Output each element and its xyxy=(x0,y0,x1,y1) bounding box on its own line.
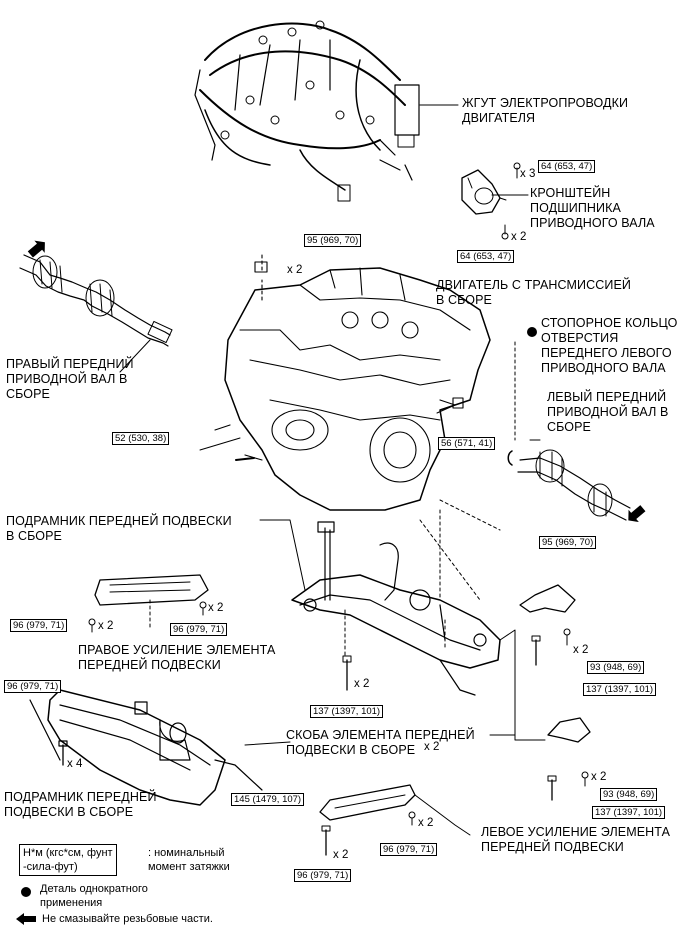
quantity-label: x 2 xyxy=(354,678,370,690)
legend-unit-box: Н*м (кгс*см, фунт -сила-фут) xyxy=(19,844,117,876)
torque-box: 96 (979, 71) xyxy=(10,619,68,632)
subframe-top-drawing xyxy=(291,521,501,696)
label-snap-ring: СТОПОРНОЕ КОЛЬЦО ОТВЕРСТИЯ ПЕРЕДНЕГО ЛЕВ… xyxy=(541,316,678,375)
label-right-shaft: ПРАВЫЙ ПЕРЕДНИЙ ПРИВОДНОЙ ВАЛ В СБОРЕ xyxy=(6,357,134,401)
torque-box: 56 (571, 41) xyxy=(438,437,496,450)
quantity-label: x 2 xyxy=(333,849,349,861)
torque-box: 64 (653, 47) xyxy=(538,160,596,173)
torque-box: 96 (979, 71) xyxy=(4,680,62,693)
left-drive-shaft-drawing xyxy=(507,341,631,521)
label-bracket-assy: СКОБА ЭЛЕМЕНТА ПЕРЕДНЕЙ ПОДВЕСКИ В СБОРЕ xyxy=(286,728,475,757)
wire-harness-drawing xyxy=(194,20,459,202)
torque-box: 137 (1397, 101) xyxy=(310,705,384,718)
label-subframe-bottom: ПОДРАМНИК ПЕРЕДНЕЙ ПОДВЕСКИ В СБОРЕ xyxy=(4,790,157,819)
legend-unit-desc: : номинальный момент затяжки xyxy=(148,847,230,873)
filled-circle-icon xyxy=(21,887,31,897)
torque-box: 52 (530, 38) xyxy=(112,432,170,445)
left-brace-drawing xyxy=(319,784,471,856)
quantity-label: x 3 xyxy=(520,168,536,180)
bracket-drawing-upper xyxy=(519,584,576,666)
torque-box: 137 (1397, 101) xyxy=(592,806,666,819)
bearing-bracket-drawing xyxy=(461,162,529,240)
quantity-label: x 2 xyxy=(287,264,303,276)
label-right-brace: ПРАВОЕ УСИЛЕНИЕ ЭЛЕМЕНТА ПЕРЕДНЕЙ ПОДВЕС… xyxy=(78,643,276,672)
torque-box: 137 (1397, 101) xyxy=(583,683,657,696)
quantity-label: x 2 xyxy=(424,741,440,753)
filled-circle-icon-snap-ring xyxy=(527,327,537,337)
right-drive-shaft-drawing xyxy=(19,254,173,347)
quantity-label: x 4 xyxy=(67,758,83,770)
quantity-label: x 2 xyxy=(208,602,224,614)
label-left-brace: ЛЕВОЕ УСИЛЕНИЕ ЭЛЕМЕНТА ПЕРЕДНЕЙ ПОДВЕСК… xyxy=(481,825,671,854)
quantity-label: x 2 xyxy=(418,817,434,829)
quantity-label: x 2 xyxy=(573,644,589,656)
torque-box: 96 (979, 71) xyxy=(380,843,438,856)
bracket-drawing-lower xyxy=(547,717,591,801)
quantity-label: x 2 xyxy=(511,231,527,243)
label-wire-harness: ЖГУТ ЭЛЕКТРОПРОВОДКИ ДВИГАТЕЛЯ xyxy=(462,96,629,125)
torque-box: 93 (948, 69) xyxy=(600,788,658,801)
quantity-label: x 2 xyxy=(98,620,114,632)
legend-no-grease: Не смазывайте резьбовые части. xyxy=(42,913,213,925)
quantity-label: x 2 xyxy=(591,771,607,783)
torque-box: 64 (653, 47) xyxy=(457,250,515,263)
no-grease-arrow-icon-right xyxy=(27,240,45,258)
label-subframe-top: ПОДРАМНИК ПЕРЕДНЕЙ ПОДВЕСКИ В СБОРЕ xyxy=(6,514,232,543)
label-engine-trans: ДВИГАТЕЛЬ С ТРАНСМИССИЕЙ В СБОРЕ xyxy=(436,278,631,307)
torque-box: 96 (979, 71) xyxy=(170,623,228,636)
right-brace-drawing xyxy=(94,574,209,631)
torque-box: 95 (969, 70) xyxy=(539,536,597,549)
label-bearing-bracket: КРОНШТЕЙН ПОДШИПНИКА ПРИВОДНОГО ВАЛА xyxy=(530,186,655,230)
label-left-shaft: ЛЕВЫЙ ПЕРЕДНИЙ ПРИВОДНОЙ ВАЛ В СБОРЕ xyxy=(547,390,669,434)
torque-box: 145 (1479, 107) xyxy=(231,793,305,806)
no-grease-arrow-icon-left xyxy=(628,505,646,523)
legend-single-use: Деталь однократного применения xyxy=(40,883,148,909)
arrow-left-icon xyxy=(16,913,36,925)
torque-box: 95 (969, 70) xyxy=(304,234,362,247)
torque-box: 96 (979, 71) xyxy=(294,869,352,882)
torque-box: 93 (948, 69) xyxy=(587,661,645,674)
subframe-bottom-drawing xyxy=(29,689,263,806)
